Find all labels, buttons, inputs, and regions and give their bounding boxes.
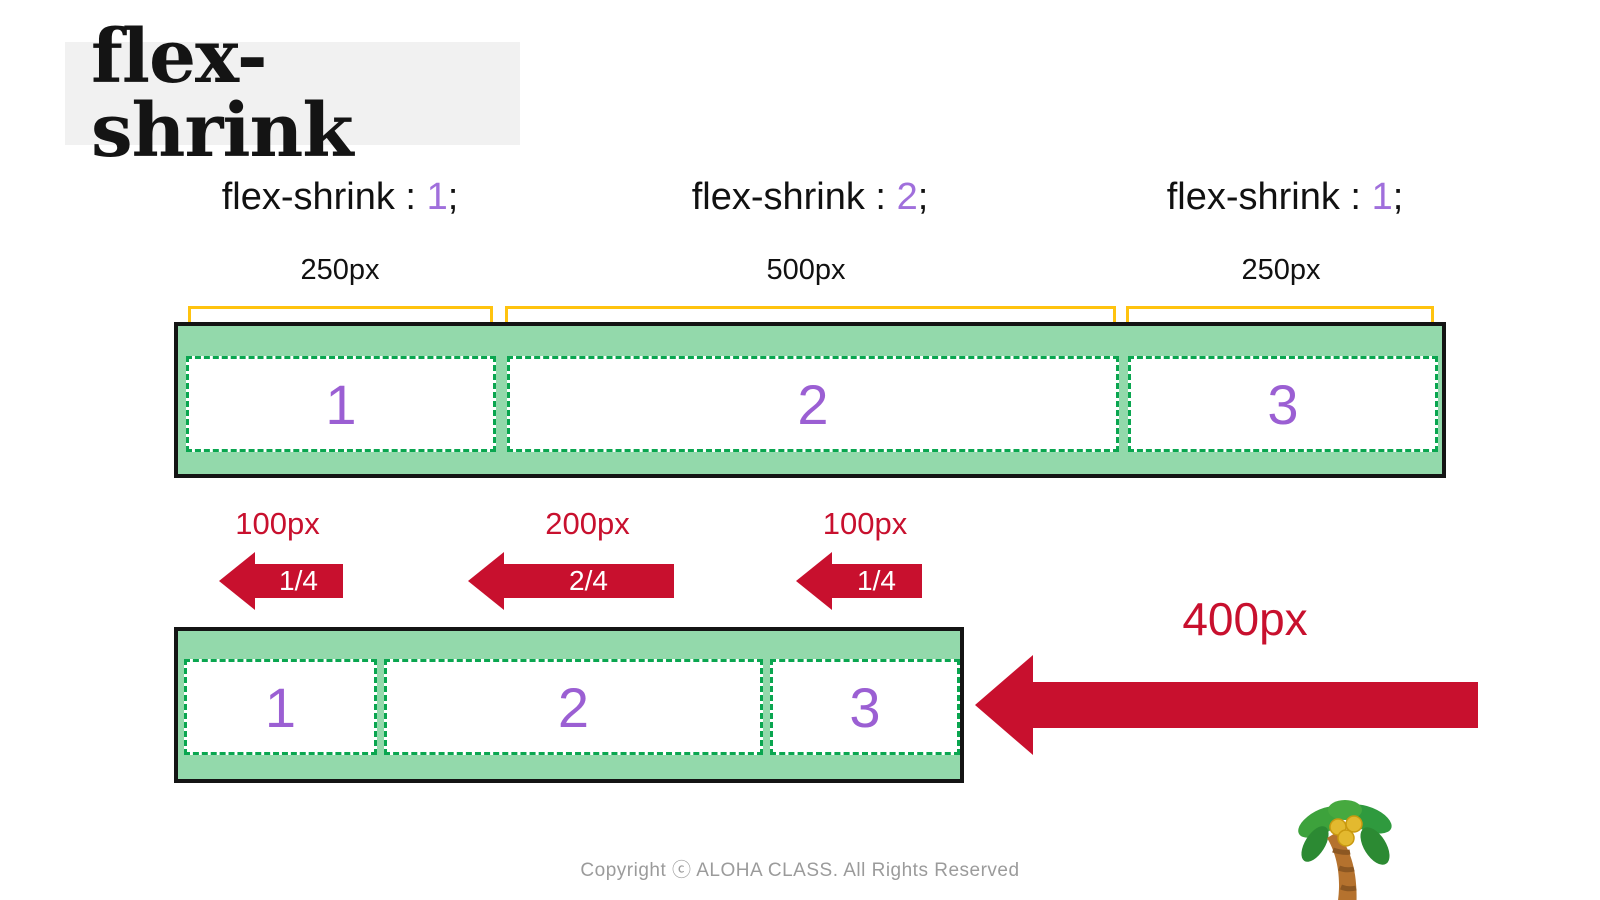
decl-property: flex-shrink — [1166, 176, 1340, 218]
big-left-arrow-icon — [975, 655, 1033, 755]
shrink-arrow-1: 1/4 — [254, 564, 343, 598]
left-arrow-icon — [468, 552, 504, 610]
left-arrow-icon — [796, 552, 832, 610]
flex-container-after: 1 2 3 — [174, 627, 964, 783]
flex-item: 1 — [186, 356, 496, 452]
total-shrink-label: 400px — [1182, 593, 1308, 645]
palm-tree-icon — [1298, 800, 1392, 900]
shrink-amount-label-1: 100px — [235, 506, 320, 541]
decl-colon: : — [864, 176, 897, 218]
flex-item: 3 — [770, 659, 960, 755]
page-title: flex-shrink — [91, 13, 354, 174]
shrink-arrow-3: 1/4 — [831, 564, 922, 598]
decl-value: 1 — [426, 176, 448, 218]
basis-label-1: 250px — [300, 254, 380, 286]
copyright-text: Copyright ⓒ ALOHA CLASS. All Rights Rese… — [580, 860, 1020, 881]
basis-label-3: 250px — [1241, 254, 1321, 286]
decl-semicolon: ; — [447, 176, 459, 218]
shrink-fraction: 2/4 — [569, 565, 608, 596]
decl-value: 2 — [896, 176, 918, 218]
shrink-arrow-2: 2/4 — [503, 564, 674, 598]
declaration-item-3: flex-shrink : 1; — [1085, 176, 1485, 219]
decl-colon: : — [1339, 176, 1372, 218]
decl-semicolon: ; — [917, 176, 929, 218]
shrink-fraction: 1/4 — [857, 565, 896, 596]
decl-semicolon: ; — [1392, 176, 1404, 218]
left-arrow-icon — [219, 552, 255, 610]
title-block: flex-shrink — [65, 20, 520, 168]
shrink-fraction: 1/4 — [279, 565, 318, 596]
declaration-item-2: flex-shrink : 2; — [610, 176, 1010, 219]
flex-item: 1 — [184, 659, 377, 755]
declaration-item-1: flex-shrink : 1; — [140, 176, 540, 219]
decl-property: flex-shrink — [221, 176, 395, 218]
decl-value: 1 — [1371, 176, 1393, 218]
basis-label-2: 500px — [766, 254, 846, 286]
shrink-amount-label-3: 100px — [822, 506, 908, 541]
flex-item: 2 — [507, 356, 1119, 452]
decl-property: flex-shrink — [691, 176, 865, 218]
shrink-amount-label-2: 200px — [545, 506, 630, 541]
flex-item: 2 — [384, 659, 763, 755]
big-left-arrow-body — [1032, 682, 1478, 728]
decl-colon: : — [394, 176, 427, 218]
flex-item: 3 — [1128, 356, 1438, 452]
flex-container-before: 1 2 3 — [174, 322, 1446, 478]
